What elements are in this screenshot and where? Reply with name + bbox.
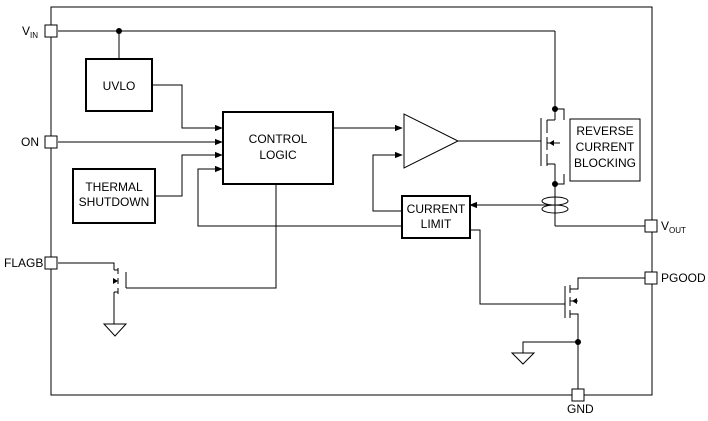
thermal-label-line2: SHUTDOWN	[79, 195, 150, 209]
reverse-line3: BLOCKING	[574, 156, 636, 170]
reverse-line2: CURRENT	[576, 140, 635, 154]
pin-vout: VOUT	[644, 219, 686, 235]
pgood-mosfet	[555, 277, 645, 390]
uvlo-block: UVLO	[85, 58, 153, 112]
chip-outline	[50, 6, 653, 396]
control-label-line2: LOGIC	[259, 148, 297, 162]
control-logic-block: CONTROL LOGIC	[222, 111, 334, 185]
pin-gnd-label: GND	[567, 402, 594, 416]
pass-mosfet	[530, 106, 560, 226]
thermal-label-line1: THERMAL	[85, 180, 143, 194]
pin-vin-label: VIN	[22, 24, 38, 40]
pin-flagb: FLAGB	[4, 256, 58, 270]
current-limit-line1: CURRENT	[407, 202, 466, 216]
pin-on-label: ON	[21, 135, 39, 149]
pin-on: ON	[21, 135, 58, 149]
reverse-current-blocking-block: REVERSE CURRENT BLOCKING	[569, 118, 641, 182]
current-limit-block: CURRENT LIMIT	[401, 195, 471, 239]
amplifier-triangle	[403, 113, 460, 169]
pin-pgood: PGOOD	[644, 271, 706, 285]
flagb-mosfet	[58, 184, 277, 337]
control-label-line1: CONTROL	[249, 132, 308, 146]
current-limit-line2: LIMIT	[421, 217, 452, 231]
pin-gnd: GND	[567, 388, 594, 416]
uvlo-label: UVLO	[103, 79, 136, 93]
pin-pgood-label: PGOOD	[661, 271, 706, 285]
pin-vin: VIN	[22, 24, 58, 40]
reverse-line1: REVERSE	[576, 124, 633, 138]
thermal-shutdown-block: THERMAL SHUTDOWN	[72, 168, 156, 224]
vin-rail	[58, 28, 556, 120]
pin-flagb-label: FLAGB	[4, 256, 43, 270]
current-sense-coil	[541, 196, 569, 214]
pin-vout-label: VOUT	[661, 219, 686, 235]
